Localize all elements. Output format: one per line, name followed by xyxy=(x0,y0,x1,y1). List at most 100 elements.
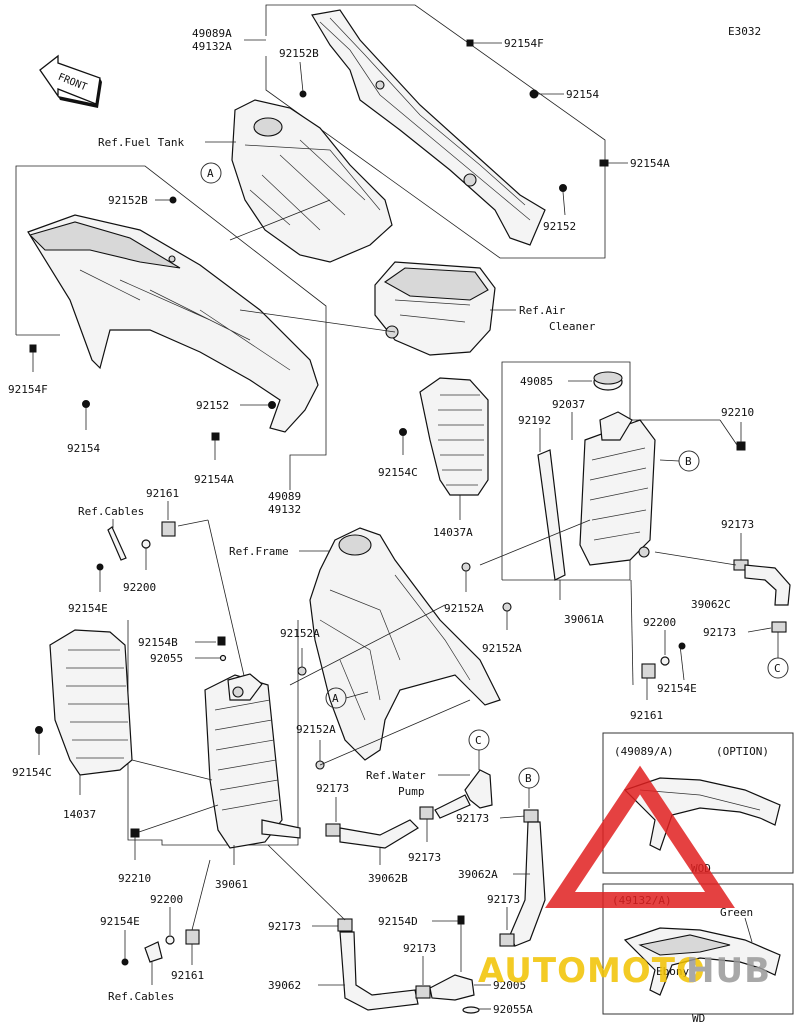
part-label-92173-m3: 92173 xyxy=(456,812,489,825)
diagram-code: E3032 xyxy=(728,25,761,38)
part-label-92154F: 92154F xyxy=(504,37,544,50)
part-label-92200-right: 92200 xyxy=(643,616,676,629)
color-box xyxy=(602,883,794,1015)
part-label-92152B-left: 92152B xyxy=(108,194,148,207)
callout-c-pump-label: C xyxy=(475,734,482,747)
part-label-92173-b2: 92173 xyxy=(403,942,436,955)
part-label-92154E-left: 92154E xyxy=(68,602,108,615)
water-pump-fitting xyxy=(434,769,493,819)
air-cleaner xyxy=(374,261,496,356)
part-label-92152-mid: 92152 xyxy=(196,399,229,412)
part-label-49132: 49132 xyxy=(268,503,301,516)
part-label-92210-left: 92210 xyxy=(118,872,151,885)
option-box-title: (49089/A) xyxy=(614,745,674,758)
part-label-92152A-l2: 92152A xyxy=(296,723,336,736)
fuel-tank xyxy=(231,99,393,263)
color-box-variant: WD xyxy=(692,1012,705,1025)
part-label-92200-left: 92200 xyxy=(123,581,156,594)
radiator-cap xyxy=(593,371,623,391)
part-label-92154C-left: 92154C xyxy=(12,766,52,779)
part-label-92200-bottom: 92200 xyxy=(150,893,183,906)
color-box-color-green: Green xyxy=(720,906,753,919)
part-label-92173-r2: 92173 xyxy=(703,626,736,639)
part-label-92152: 92152 xyxy=(543,220,576,233)
part-label-92154F-left: 92154F xyxy=(8,383,48,396)
part-label-39061A: 39061A xyxy=(564,613,604,626)
cable-guide-bottom xyxy=(144,941,163,963)
part-label-92154: 92154 xyxy=(566,88,599,101)
callout-a-top xyxy=(200,162,222,184)
shroud-option xyxy=(623,777,781,851)
hose-39062B xyxy=(339,819,419,849)
cable-guide-top xyxy=(107,526,127,561)
part-label-92055A: 92055A xyxy=(493,1003,533,1016)
shroud-color xyxy=(623,927,781,996)
callout-b-hose-label: B xyxy=(525,772,532,785)
part-label-92161-right: 92161 xyxy=(630,709,663,722)
part-label-49132A: 49132A xyxy=(192,40,232,53)
part-label-92154E-bottom: 92154E xyxy=(100,915,140,928)
part-label-92005: 92005 xyxy=(493,979,526,992)
radiator-left xyxy=(204,673,301,849)
callout-c-label: C xyxy=(774,662,781,675)
shroud-bracket xyxy=(311,9,546,246)
ref-water-pump-2: Pump xyxy=(398,785,425,798)
part-label-39062C: 39062C xyxy=(691,598,731,611)
radiator-guard-right xyxy=(419,377,489,496)
part-label-92055: 92055 xyxy=(150,652,183,665)
ref-frame: Ref.Frame xyxy=(229,545,289,558)
ref-air-cleaner-2: Cleaner xyxy=(549,320,596,333)
part-label-92173-r1: 92173 xyxy=(721,518,754,531)
part-label-92161-left: 92161 xyxy=(146,487,179,500)
callout-a-label: A xyxy=(207,167,214,180)
part-label-92152A-l1: 92152A xyxy=(280,627,320,640)
watermark-text-auto: AUTOMOTO xyxy=(478,951,706,991)
part-label-39062B: 39062B xyxy=(368,872,408,885)
color-box-color-ebony: Ebony xyxy=(656,965,689,978)
part-label-14037: 14037 xyxy=(63,808,96,821)
part-label-92037: 92037 xyxy=(552,398,585,411)
part-label-92154C-right: 92154C xyxy=(378,466,418,479)
part-label-92173-m4: 92173 xyxy=(487,893,520,906)
watermark-triangle-icon xyxy=(545,765,735,908)
watermark-text-hub: HUB xyxy=(686,951,771,991)
part-label-92154E-right: 92154E xyxy=(657,682,697,695)
overflow-hose xyxy=(537,449,566,581)
callout-b-label: B xyxy=(685,455,692,468)
hose-39062C xyxy=(733,559,791,633)
part-label-92154A-mid: 92154A xyxy=(194,473,234,486)
part-label-49089A: 49089A xyxy=(192,27,232,40)
radiator-shroud xyxy=(27,214,319,433)
part-label-92173-b1: 92173 xyxy=(268,920,301,933)
part-label-92161-bottom: 92161 xyxy=(171,969,204,982)
part-label-39062: 39062 xyxy=(268,979,301,992)
radiator-guard-left xyxy=(49,629,133,776)
part-label-92152A-r1: 92152A xyxy=(444,602,484,615)
part-label-39061: 39061 xyxy=(215,878,248,891)
option-box-option: (OPTION) xyxy=(716,745,769,758)
part-label-92152B: 92152B xyxy=(279,47,319,60)
part-label-92154D: 92154D xyxy=(378,915,418,928)
part-label-92154A: 92154A xyxy=(630,157,670,170)
part-label-92173-m1: 92173 xyxy=(316,782,349,795)
part-label-14037A: 14037A xyxy=(433,526,473,539)
part-label-92210-right: 92210 xyxy=(721,406,754,419)
part-label-92173-m2: 92173 xyxy=(408,851,441,864)
frame xyxy=(309,527,501,761)
radiator-right xyxy=(579,411,656,566)
part-label-39062A: 39062A xyxy=(458,868,498,881)
drain-fitting xyxy=(429,974,475,1001)
part-label-92192: 92192 xyxy=(518,414,551,427)
ref-cables-top: Ref.Cables xyxy=(78,505,144,518)
hose-39062 xyxy=(339,931,419,1011)
ref-fuel-tank: Ref.Fuel Tank xyxy=(98,136,184,149)
part-label-49085: 49085 xyxy=(520,375,553,388)
part-label-92154B: 92154B xyxy=(138,636,178,649)
hose-39062A xyxy=(509,821,546,947)
part-label-92154-left: 92154 xyxy=(67,442,100,455)
front-arrow-icon: FRONT xyxy=(39,54,102,108)
ref-air-cleaner: Ref.Air xyxy=(519,304,566,317)
ref-water-pump: Ref.Water xyxy=(366,769,426,782)
ref-cables-bottom: Ref.Cables xyxy=(108,990,174,1003)
